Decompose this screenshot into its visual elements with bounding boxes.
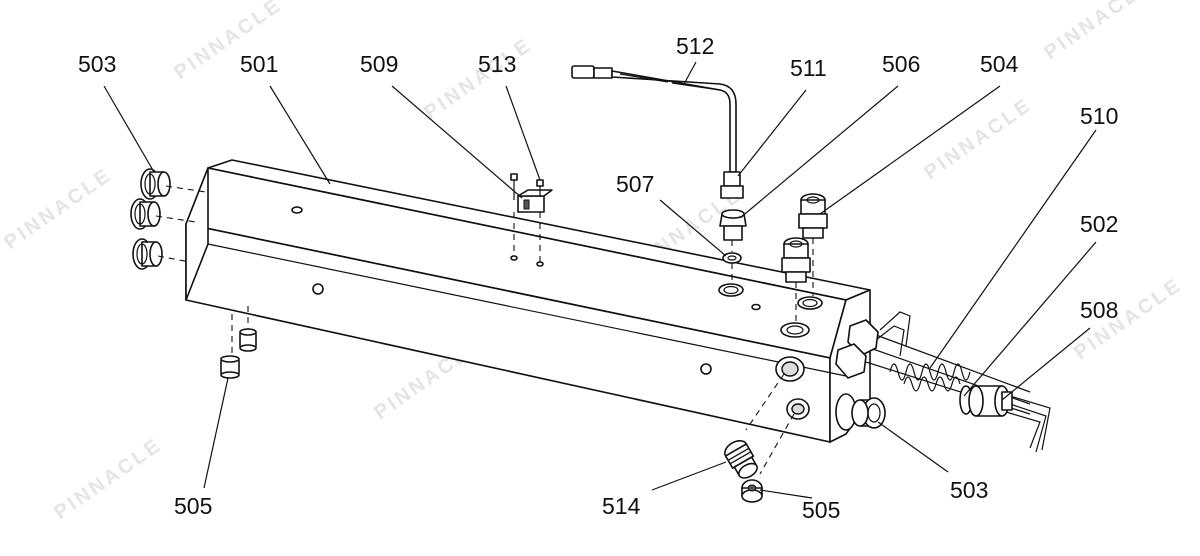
small-plugs-left: [220, 306, 257, 379]
temperature-probe: [571, 65, 747, 285]
plug-cap-right: [835, 393, 886, 431]
callout-503: 503: [950, 477, 988, 503]
leader-lines: [103, 61, 1097, 499]
callout-511: 511: [790, 55, 827, 81]
callout-507: 507: [616, 171, 654, 197]
callout-506: 506: [882, 51, 920, 77]
callout-501: 501: [240, 51, 278, 77]
callout-514: 514: [602, 493, 641, 519]
watermark: PINNACLE: [1040, 0, 1156, 64]
callout-510: 510: [1080, 103, 1118, 129]
callout-508: 508: [1080, 297, 1118, 323]
heater-element-assembly: [835, 311, 1051, 453]
callout-503: 503: [78, 51, 116, 77]
hose-fittings: [781, 193, 828, 322]
callout-504: 504: [980, 51, 1019, 77]
callout-labels: 503 501 509 513 512 511 506 504 510 507 …: [78, 33, 1118, 523]
callout-509: 509: [360, 51, 398, 77]
switch-assembly: [510, 173, 553, 267]
watermark: PINNACLE: [50, 434, 166, 524]
callout-513: 513: [478, 51, 516, 77]
bottom-fittings: [724, 373, 795, 503]
callout-502: 502: [1080, 211, 1118, 237]
watermark: PINNACLE: [0, 164, 116, 254]
watermark: PINNACLE: [920, 94, 1036, 184]
callout-505: 505: [802, 497, 840, 523]
callout-512: 512: [676, 33, 714, 59]
callout-505: 505: [174, 493, 212, 519]
plug-caps-left: [130, 168, 207, 270]
watermark: PINNACLE: [420, 34, 536, 124]
